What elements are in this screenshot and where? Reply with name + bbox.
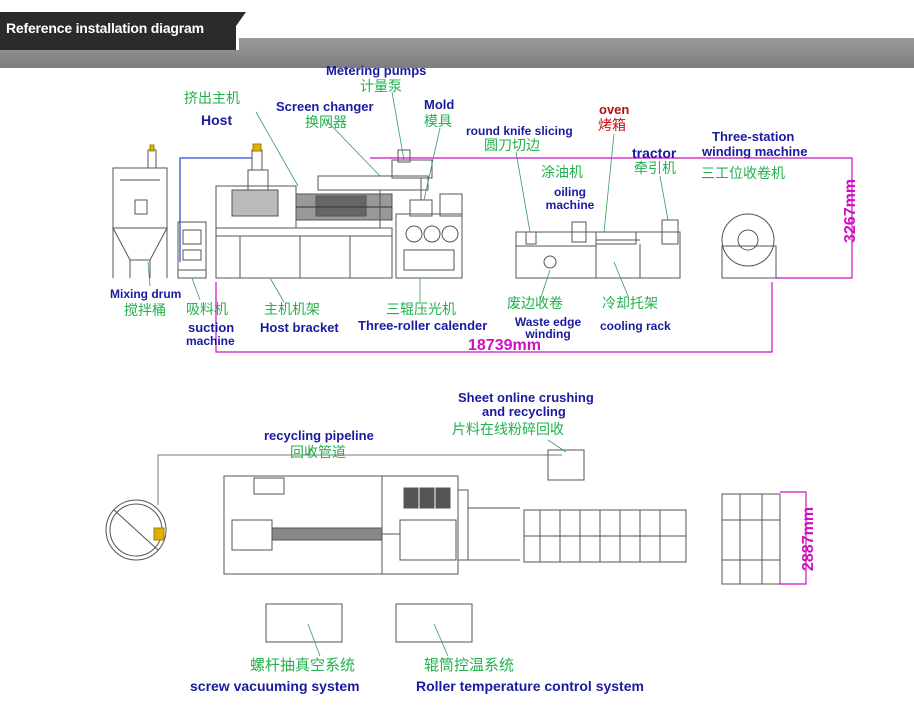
- winding-machine-label-en-1: Three-station: [712, 129, 795, 144]
- waste-edge-label-en-1: Waste edge: [514, 315, 582, 329]
- banner-title: Reference installation diagram: [6, 20, 204, 36]
- winder-plan-drawing: [721, 493, 781, 585]
- calender-label-en: Three-roller calender: [358, 318, 488, 333]
- oiling-label-en-2: machine: [545, 198, 595, 212]
- tractor-label-en: tractor: [632, 145, 677, 161]
- waste-edge-label-en-2: winding: [525, 327, 571, 341]
- leader-lines-bottom: [307, 439, 567, 657]
- screen-changer-label-zh: 换网器: [305, 115, 347, 131]
- cooling-rack-label-zh: 冷却托架: [602, 296, 658, 312]
- leader-lines-top: [147, 91, 669, 303]
- vacuum-system-box: [265, 603, 343, 643]
- winding-machine-drawing: [721, 213, 777, 279]
- suction-machine-drawing: [177, 221, 207, 279]
- metering-pumps-label-en: Metering pumps: [326, 63, 427, 78]
- suction-label-en-2: machine: [186, 334, 235, 348]
- extruder-plan-drawing: [223, 475, 469, 575]
- oven-label-zh: 烤箱: [598, 118, 626, 134]
- roller-temp-label-en: Roller temperature control system: [416, 678, 644, 694]
- tractor-label-zh: 牵引机: [634, 161, 676, 177]
- host-bracket-label-en: Host bracket: [260, 320, 339, 335]
- host-label-zh: 挤出主机: [184, 91, 240, 107]
- side-view: [112, 91, 853, 353]
- host-extruder-drawing: [215, 143, 393, 229]
- waste-edge-label-zh: 废边收卷: [507, 296, 563, 312]
- calender-drawing: [395, 193, 463, 279]
- banner-notch: [236, 12, 246, 26]
- oven-label-en: oven: [599, 102, 630, 117]
- oiling-label-en-1: oiling: [554, 185, 586, 199]
- dimension-lines-top: [215, 157, 853, 353]
- dimension-line-width: [780, 491, 807, 585]
- winding-machine-label-zh: 三工位收卷机: [701, 166, 785, 182]
- vacuum-system-label-en: screw vacuuming system: [190, 678, 360, 694]
- pipeline-label-en: recycling pipeline: [264, 428, 374, 443]
- cooling-rack-label-en: cooling rack: [600, 319, 671, 333]
- roller-temp-label-zh: 辊筒控温系统: [424, 656, 515, 674]
- screen-changer-drawing: [317, 149, 433, 228]
- calender-label-zh: 三辊压光机: [386, 302, 456, 318]
- mixing-drum-label-en: Mixing drum: [110, 287, 182, 301]
- suction-label-en-1: suction: [188, 320, 235, 335]
- oiling-machine-drawing: [515, 221, 640, 279]
- oiling-label-zh: 涂油机: [541, 165, 583, 181]
- suction-label-zh: 吸料机: [186, 302, 228, 318]
- host-bracket-drawing: [215, 227, 393, 279]
- mold-label-en: Mold: [424, 97, 455, 112]
- cooling-rack-drawing: [595, 219, 681, 279]
- mixing-drum-drawing: [112, 144, 168, 278]
- vacuum-system-label-zh: 螺杆抽真空系统: [250, 656, 356, 674]
- mold-drawing: [409, 178, 433, 217]
- host-bracket-label-zh: 主机机架: [264, 302, 320, 318]
- mixing-drum-plan-drawing: [105, 499, 167, 561]
- host-label-en: Host: [201, 112, 233, 128]
- crusher-box-drawing: [547, 449, 585, 481]
- crushing-label-en-1: Sheet online crushing: [458, 390, 594, 405]
- winding-machine-label-en-2: winding machine: [702, 144, 808, 159]
- round-knife-label-en: round knife slicing: [466, 124, 573, 138]
- height-dimension: 3267mm: [842, 178, 859, 243]
- mold-label-zh: 模具: [424, 114, 452, 130]
- width-dimension: 2887mm: [800, 506, 817, 571]
- crushing-label-en-2: and recycling: [482, 404, 566, 419]
- pipeline-label-zh: 回收管道: [290, 445, 346, 461]
- screen-changer-label-en: Screen changer: [276, 99, 374, 114]
- plan-view: [105, 439, 807, 657]
- crushing-label-zh: 片料在线粉碎回收: [452, 422, 564, 438]
- banner-tab: [0, 12, 239, 50]
- metering-pumps-label-zh: 计量泵: [360, 79, 402, 95]
- roller-temp-box: [395, 603, 473, 643]
- length-dimension: 18739mm: [468, 337, 541, 354]
- mixing-drum-label-zh: 搅拌桶: [124, 303, 166, 319]
- oiling-plan-drawing: [468, 507, 687, 563]
- round-knife-label-zh: 圆刀切边: [484, 138, 540, 154]
